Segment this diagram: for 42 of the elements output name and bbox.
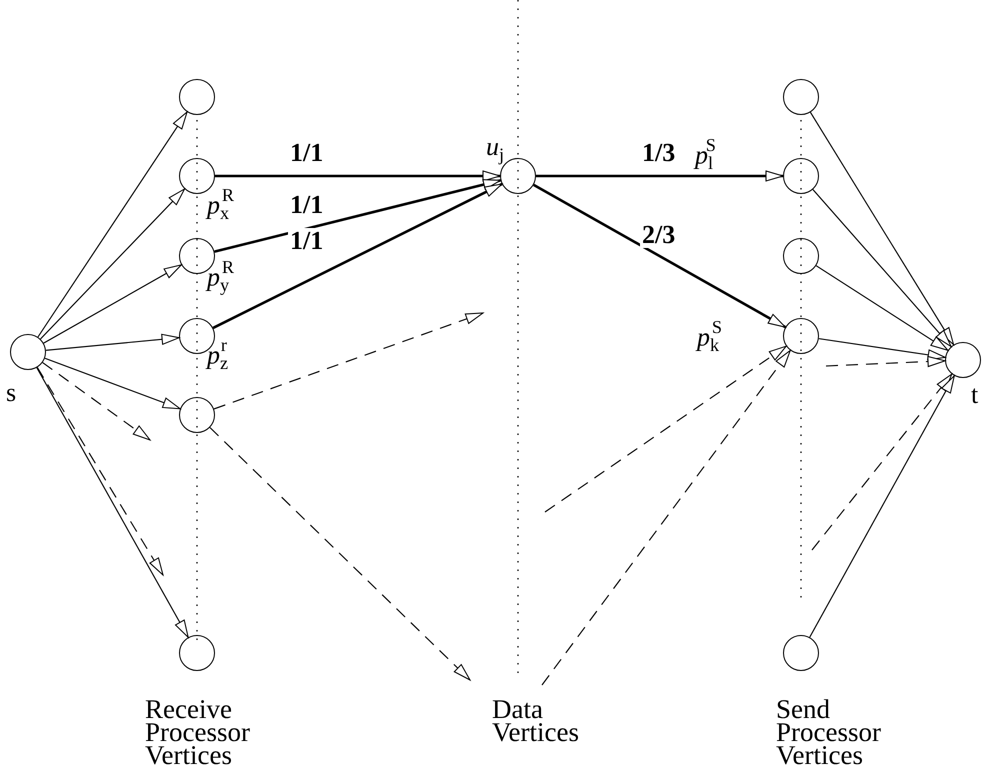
arrow <box>215 170 500 182</box>
dashed-arrow <box>214 312 484 410</box>
arrow <box>214 179 502 253</box>
vertex-circle <box>783 318 819 354</box>
arrow <box>40 188 186 340</box>
arrow <box>533 184 786 328</box>
arrow <box>818 338 946 360</box>
dashed-arrow <box>812 374 952 550</box>
vertex-circle <box>179 238 215 274</box>
arrow <box>212 182 502 330</box>
dashed-arrow <box>542 350 791 686</box>
arrow <box>46 334 180 351</box>
dashed-arrow <box>826 356 946 368</box>
vertex-circle <box>945 342 981 378</box>
vertex-circle <box>10 334 46 370</box>
arrow <box>809 375 955 638</box>
arrow <box>44 358 181 410</box>
arrow <box>812 189 952 347</box>
column-caption: Receive Processor Vertices <box>145 698 251 767</box>
vertex-circle <box>179 397 215 433</box>
vertex-circle <box>179 79 215 115</box>
vertex-circle <box>783 635 819 671</box>
vertex-circle <box>783 158 819 194</box>
vertex-circle <box>179 158 215 194</box>
vertex-label: t <box>971 382 978 408</box>
vertex-circle <box>179 635 215 671</box>
arrow <box>37 112 188 338</box>
vertex-circle <box>783 79 819 115</box>
dashed-arrow <box>210 427 470 680</box>
arrow <box>816 265 948 351</box>
arrow <box>43 264 182 344</box>
arrow <box>810 112 954 346</box>
dashed-arrow <box>42 362 150 440</box>
vertex-circle <box>783 238 819 274</box>
vertex-label: u$_{j}$ <box>486 134 504 164</box>
dashed-arrow <box>36 367 164 576</box>
arrow <box>36 367 189 638</box>
vertex-label: s <box>6 380 16 406</box>
dashed-arrow <box>544 346 787 512</box>
arrow <box>536 170 784 182</box>
column-caption: Send Processor Vertices <box>776 698 882 767</box>
column-caption: Data Vertices <box>492 698 580 744</box>
